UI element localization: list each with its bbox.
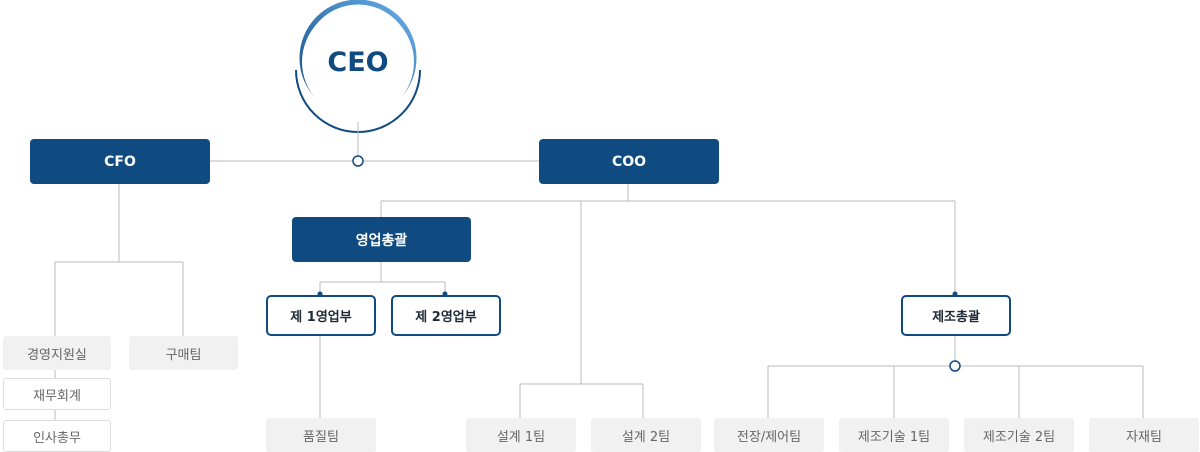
team-materials: 자재팀	[1089, 418, 1199, 452]
team-mfg-tech-2: 제조기술 2팀	[964, 418, 1074, 452]
team-mfg-tech-1: 제조기술 1팀	[839, 418, 949, 452]
ceo-node: CEO	[302, 6, 414, 118]
cfo-box: CFO	[30, 139, 210, 184]
team-design-2: 설계 2팀	[591, 418, 701, 452]
mfg-junction-node	[949, 360, 961, 372]
team-quality: 품질팀	[266, 418, 376, 452]
coo-box: COO	[539, 139, 719, 184]
team-mgmt-support: 경영지원실	[3, 336, 111, 370]
team-electrical-control: 전장/제어팀	[714, 418, 824, 452]
sales-dept-1-box: 제 1영업부	[266, 295, 376, 336]
sales-dept-2-box: 제 2영업부	[391, 295, 501, 336]
ceo-junction-node	[352, 155, 364, 167]
sales-head-box: 영업총괄	[292, 217, 471, 262]
mfg-head-box: 제조총괄	[901, 295, 1011, 336]
team-design-1: 설계 1팀	[466, 418, 576, 452]
team-hr-general: 인사총무	[3, 420, 111, 452]
team-finance: 재무회계	[3, 378, 111, 410]
team-purchasing: 구매팀	[129, 336, 238, 370]
